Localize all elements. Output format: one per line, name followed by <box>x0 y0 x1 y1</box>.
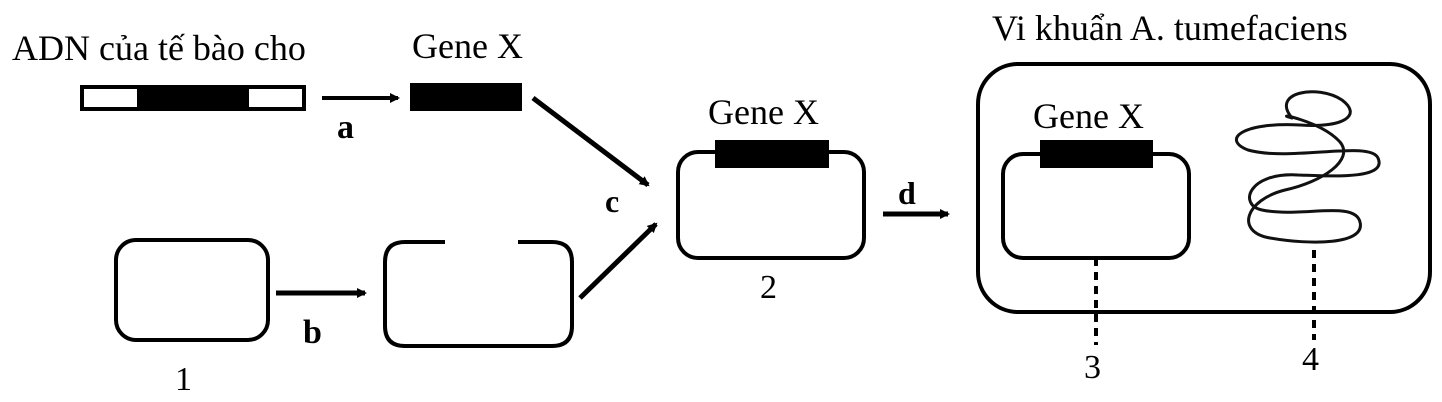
step-a-label: a <box>337 109 354 146</box>
number-1: 1 <box>175 361 192 398</box>
bacterial-plasmid <box>1001 152 1191 260</box>
plasmid-1 <box>114 238 270 342</box>
donor-dna-bar <box>80 85 306 111</box>
number-2: 2 <box>760 269 777 306</box>
gene-x-label-top: Gene X <box>412 26 523 66</box>
gene-x-label-recombinant: Gene X <box>708 92 819 132</box>
bacterium-title: Vi khuẩn A. tumefaciens <box>992 8 1348 48</box>
gene-x-fragment <box>410 83 522 111</box>
arrow-gene-to-recombinant <box>531 96 650 187</box>
recombinant-gene-x <box>715 140 829 168</box>
opened-plasmid <box>383 240 574 348</box>
step-b-label: b <box>303 314 322 351</box>
donor-dna-label: ADN của tế bào cho <box>12 28 306 68</box>
bacterial-gene-x <box>1040 140 1153 168</box>
step-d-label: d <box>898 175 916 211</box>
number-3: 3 <box>1084 349 1101 386</box>
step-c-label: c <box>605 183 619 219</box>
number-4: 4 <box>1302 341 1319 378</box>
bacterial-chromosome <box>1235 90 1381 244</box>
gene-x-label-bacterium: Gene X <box>1033 96 1144 136</box>
arrow-plasmid-to-recombinant <box>578 222 658 300</box>
